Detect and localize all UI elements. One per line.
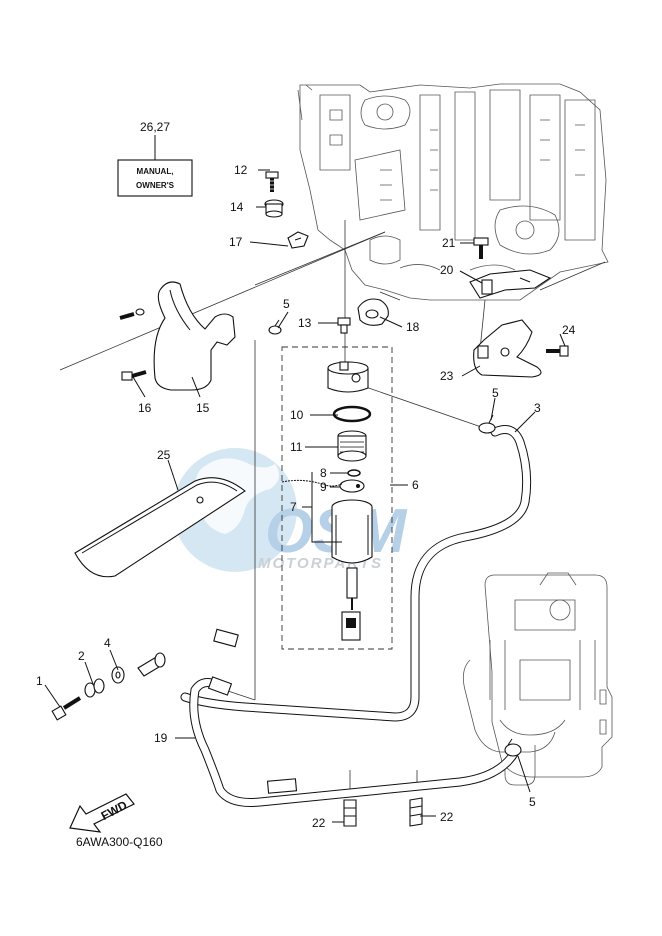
hose-clip-5-lower[interactable] — [504, 738, 522, 757]
bolt-24[interactable] — [546, 345, 569, 357]
bolt-16[interactable] — [121, 370, 147, 381]
filter-element-11[interactable] — [337, 430, 367, 462]
callout-12: 12 — [234, 163, 248, 177]
callout-11: 11 — [290, 440, 303, 454]
bracket-15[interactable] — [153, 281, 236, 391]
bracket-20[interactable] — [469, 269, 552, 299]
callout-5-right: 5 — [492, 386, 499, 400]
callout-2: 2 — [78, 649, 85, 663]
callout-18: 18 — [406, 320, 420, 334]
callout-13: 13 — [298, 316, 312, 330]
cable-tie-22-left[interactable] — [343, 799, 357, 827]
filter-head[interactable] — [327, 361, 369, 393]
vapor-separator-outline — [462, 572, 613, 786]
callout-25: 25 — [157, 448, 171, 462]
callout-10: 10 — [290, 408, 304, 422]
pad-25[interactable] — [74, 477, 246, 578]
callout-20: 20 — [440, 263, 454, 277]
grommet-14[interactable] — [264, 199, 284, 218]
callout-24: 24 — [562, 323, 576, 337]
callout-8: 8 — [320, 466, 327, 480]
joint-barb[interactable] — [137, 652, 166, 677]
callout-4: 4 — [104, 636, 111, 650]
float-9[interactable] — [339, 479, 365, 493]
clip-4[interactable] — [111, 666, 125, 684]
callout-leaders — [44, 169, 566, 823]
callout-15: 15 — [196, 401, 210, 415]
engine-block-outline — [297, 83, 609, 301]
fuel-hoses — [180, 425, 532, 807]
callout-3: 3 — [534, 401, 541, 415]
bolt-21[interactable] — [473, 237, 489, 259]
bolt-13[interactable] — [337, 317, 351, 334]
callout-16: 16 — [138, 401, 152, 415]
callout-numbers: 26,27 12 14 17 5 13 18 21 20 24 23 16 15… — [36, 120, 576, 830]
callout-26-27: 26,27 — [140, 120, 170, 134]
callout-9: 9 — [320, 480, 327, 494]
o-ring-10[interactable] — [332, 405, 372, 423]
fuel-filter-assembly-box — [281, 346, 393, 650]
callout-5-upper: 5 — [283, 297, 290, 311]
callout-23: 23 — [440, 369, 454, 383]
callout-7: 7 — [290, 500, 297, 514]
owners-manual[interactable]: MANUAL, OWNER'S — [117, 159, 193, 197]
fwd-arrow-icon: FWD — [69, 793, 135, 833]
callout-19: 19 — [154, 731, 168, 745]
holder-18[interactable] — [357, 298, 389, 326]
screw-15-upper[interactable] — [119, 308, 145, 320]
washer-2[interactable] — [84, 678, 105, 698]
cable-tie-22-right[interactable] — [409, 797, 423, 827]
callout-5-lower: 5 — [529, 795, 536, 809]
leader-lines — [59, 220, 606, 790]
diagram-code: 6AWA300-Q160 — [76, 835, 163, 849]
callout-22-right: 22 — [440, 810, 454, 824]
callout-14: 14 — [230, 200, 244, 214]
manual-label-line1: MANUAL, — [137, 167, 174, 176]
callout-22-left: 22 — [312, 816, 326, 830]
manual-label-line2: OWNER'S — [136, 181, 175, 190]
callout-21: 21 — [442, 236, 456, 250]
hose-clip-5-right[interactable] — [478, 414, 496, 434]
callout-1: 1 — [36, 674, 43, 688]
bracket-23[interactable] — [473, 319, 542, 378]
bolt-1[interactable] — [51, 696, 82, 721]
callout-17: 17 — [229, 235, 243, 249]
filter-cup-7[interactable] — [331, 499, 373, 641]
callout-6: 6 — [412, 478, 419, 492]
clip-17[interactable] — [287, 231, 309, 249]
bolt-12[interactable] — [265, 171, 279, 192]
o-ring-8[interactable] — [347, 469, 361, 477]
